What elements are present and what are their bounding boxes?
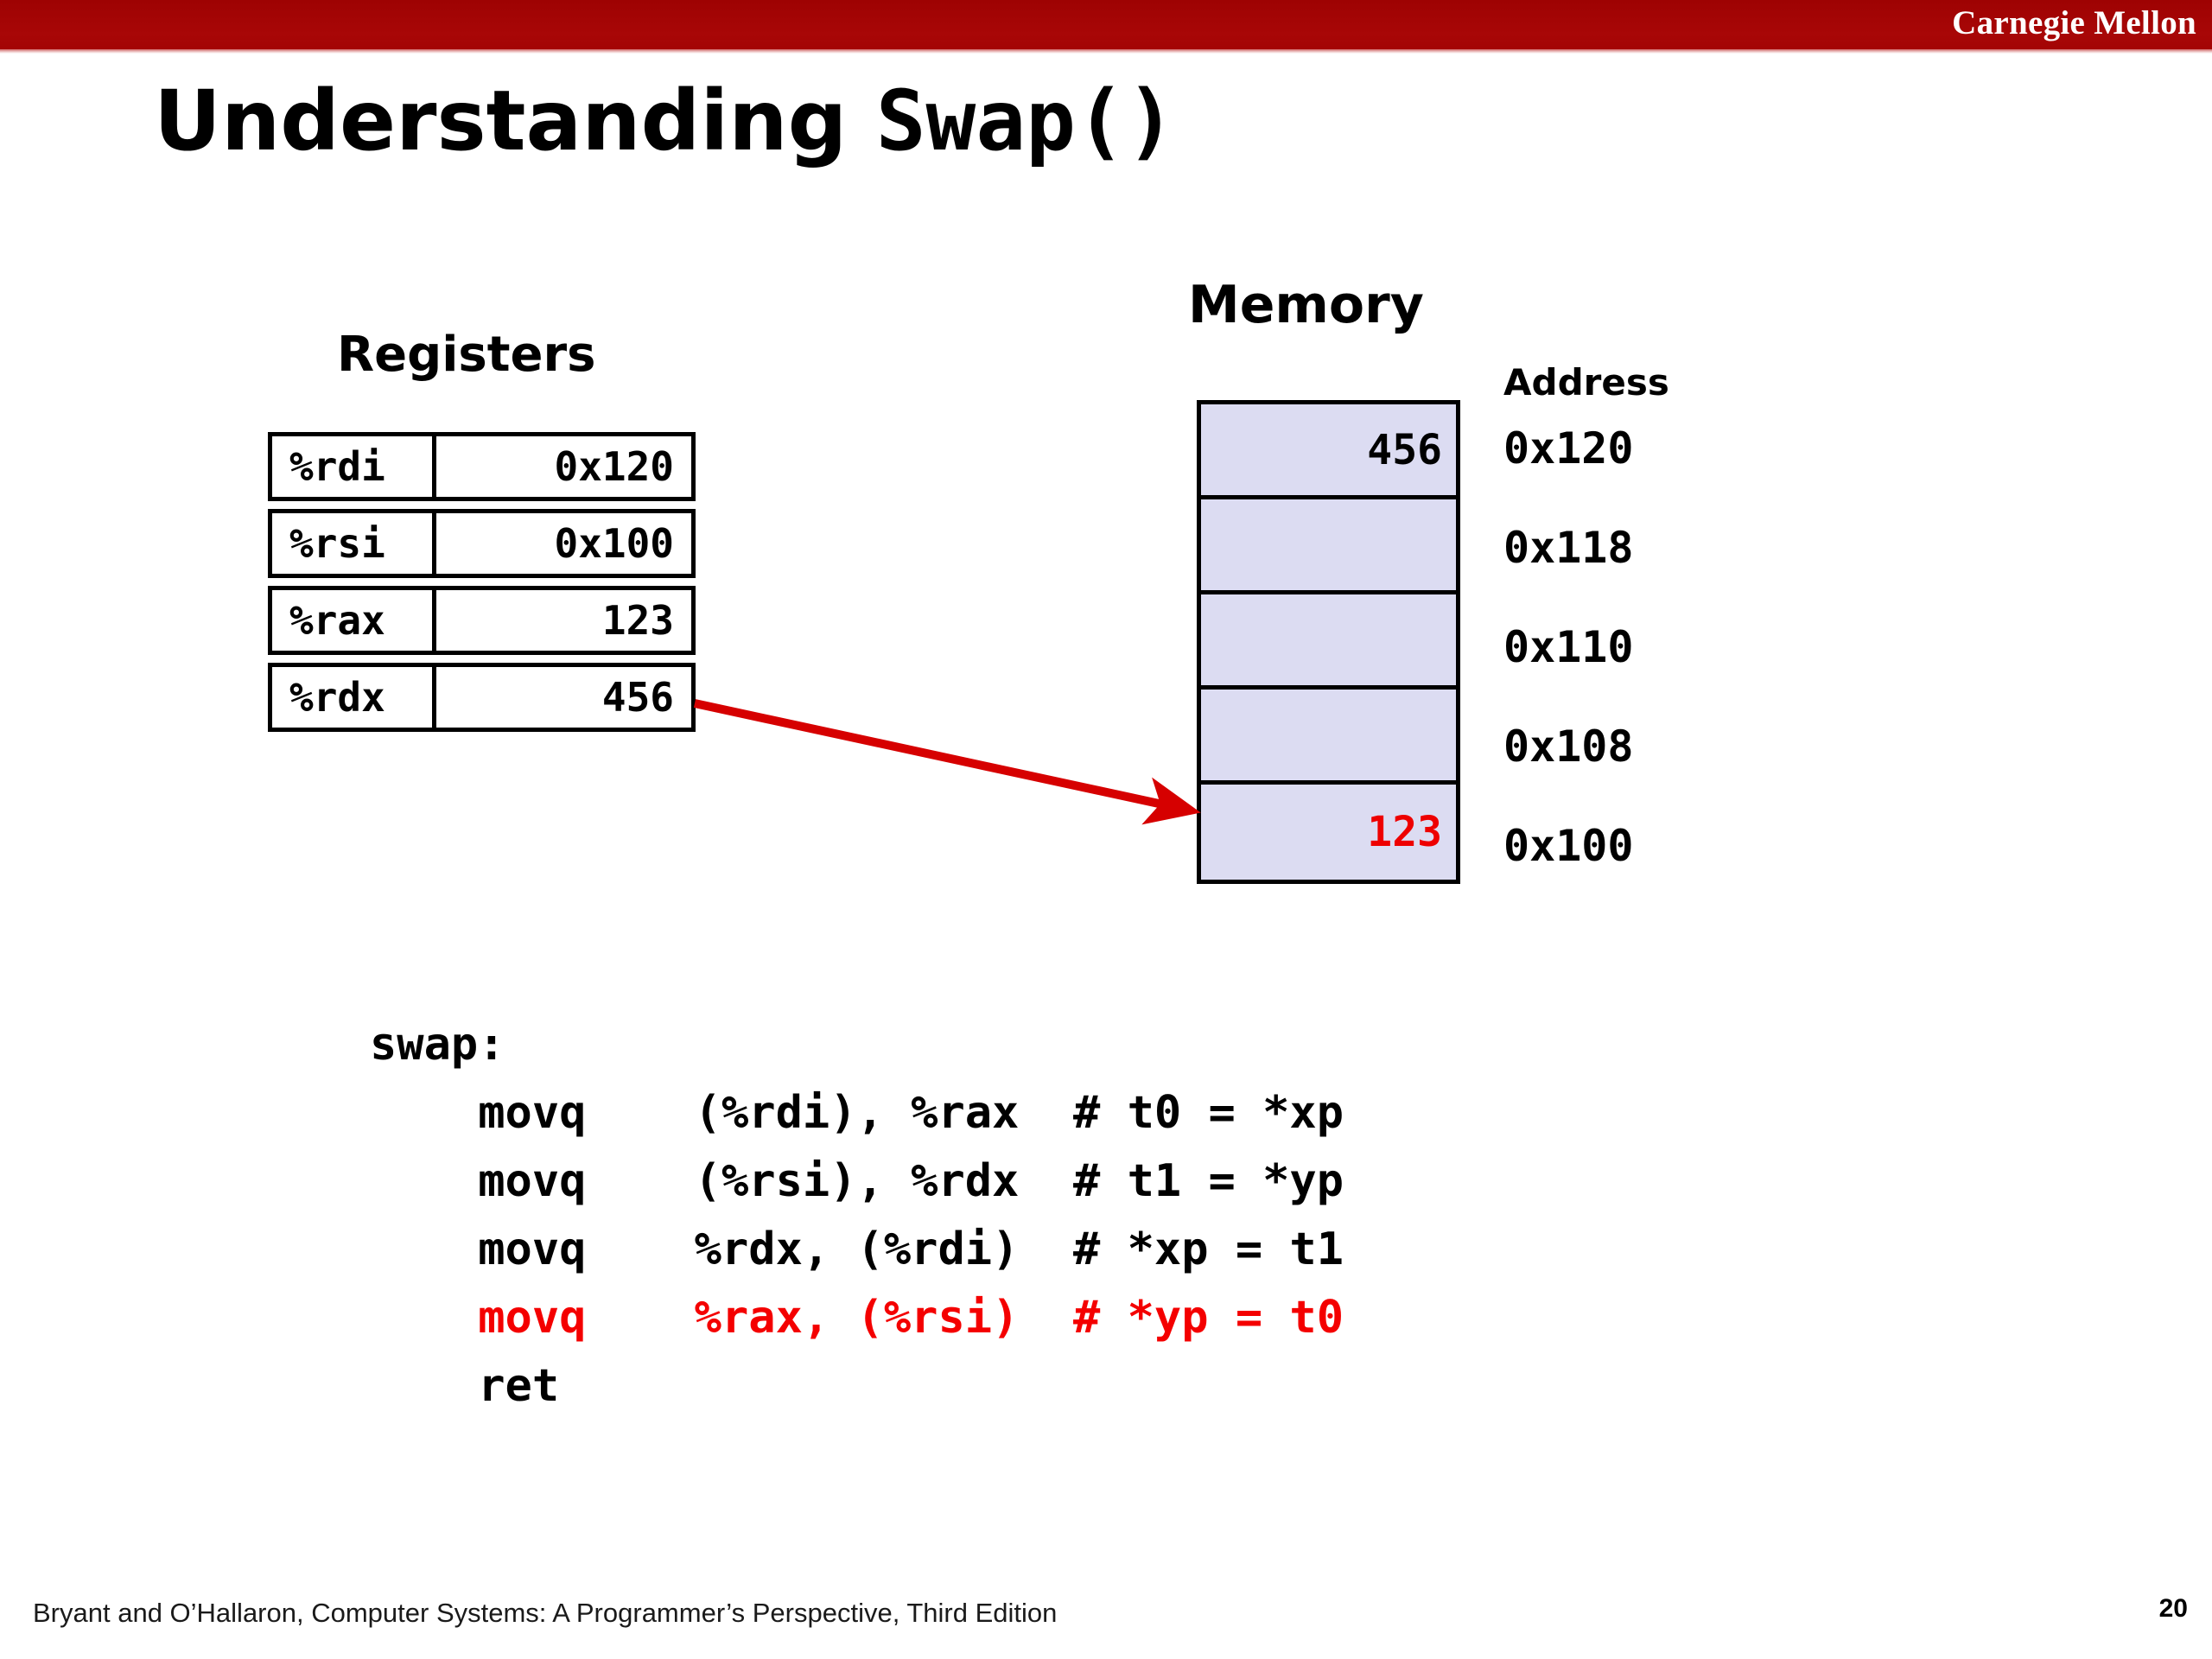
- address-column-heading: Address: [1503, 361, 1669, 404]
- register-row: %rax 123: [268, 586, 696, 655]
- register-row: %rdi 0x120: [268, 432, 696, 501]
- memory-cell: 456: [1201, 404, 1456, 499]
- code-label-swap: swap:: [370, 1019, 505, 1071]
- page-title-mono: Swap(): [875, 73, 1176, 169]
- registers-table: %rdi 0x120 %rsi 0x100 %rax 123 %rdx 456: [268, 432, 696, 740]
- assembly-code-block: swap: movq (%rdi), %rax # t0 = *xp movq …: [370, 1011, 1344, 1421]
- register-row: %rsi 0x100: [268, 509, 696, 578]
- register-row: %rdx 456: [268, 663, 696, 732]
- memory-address-label: 0x108: [1503, 721, 1634, 772]
- code-line: movq (%rdi), %rax # t0 = *xp: [370, 1087, 1344, 1139]
- register-name: %rax: [272, 590, 436, 651]
- memory-cell: [1201, 499, 1456, 594]
- register-value: 0x120: [554, 443, 674, 490]
- carnegie-mellon-logo: Carnegie Mellon: [1952, 4, 2196, 41]
- memory-address-label: 0x120: [1503, 423, 1634, 474]
- rax-to-memory-arrow: [693, 699, 1201, 825]
- header-banner-underline: [0, 49, 2212, 54]
- memory-address-label: 0x110: [1503, 622, 1634, 672]
- header-banner: [0, 0, 2212, 49]
- code-line: movq (%rsi), %rdx # t1 = *yp: [370, 1155, 1344, 1207]
- memory-cell: 123: [1201, 785, 1456, 880]
- register-name: %rdx: [272, 667, 436, 728]
- page-number: 20: [2158, 1594, 2188, 1623]
- memory-address-label: 0x118: [1503, 523, 1634, 573]
- memory-block: 456 123: [1197, 400, 1460, 884]
- register-name: %rsi: [272, 513, 436, 574]
- code-line: movq %rdx, (%rdi) # *xp = t1: [370, 1224, 1344, 1275]
- code-line: movq %rax, (%rsi) # *yp = t0: [370, 1292, 1344, 1344]
- registers-heading: Registers: [337, 327, 596, 383]
- memory-heading: Memory: [1188, 275, 1424, 335]
- memory-cell: [1201, 594, 1456, 690]
- register-value: 0x100: [554, 520, 674, 567]
- register-name: %rdi: [272, 436, 436, 497]
- page-title-plain: Understanding: [154, 73, 876, 169]
- register-value: 456: [601, 674, 674, 721]
- memory-address-label: 0x100: [1503, 821, 1634, 871]
- memory-cell: [1201, 690, 1456, 785]
- page-title: Understanding Swap(): [154, 79, 1176, 162]
- code-line: ret: [370, 1360, 560, 1412]
- footer-citation: Bryant and O’Hallaron, Computer Systems:…: [33, 1598, 1058, 1628]
- register-value: 123: [601, 597, 674, 644]
